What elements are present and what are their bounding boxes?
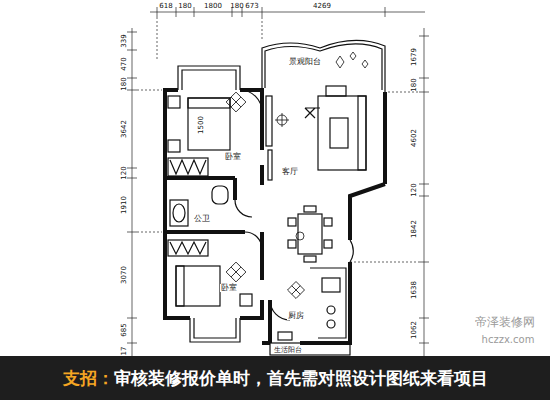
tip-heading: 支招： xyxy=(63,367,114,390)
dimension-number: 3642 xyxy=(121,120,128,138)
room-label: 生活阳台 xyxy=(273,347,303,354)
tip-text: 审核装修报价单时，首先需对照设计图纸来看项目 xyxy=(114,367,488,390)
dimension-number: 1679 xyxy=(411,48,418,66)
dimension-number: 180 xyxy=(121,77,128,90)
dimension-number: 3070 xyxy=(121,266,128,284)
dimension-number: 1800 xyxy=(204,3,222,10)
room-label: 1500 xyxy=(198,115,205,135)
dimension-number: 618 xyxy=(159,3,172,10)
dimension-number: 180 xyxy=(178,3,191,10)
dimension-number: 17 xyxy=(121,347,128,356)
dimension-number: 673 xyxy=(245,3,258,10)
room-label: 客厅 xyxy=(281,168,299,176)
dimension-number: 4269 xyxy=(313,3,331,10)
dimension-number: 1062 xyxy=(411,321,418,339)
room-label: 卧室 xyxy=(220,284,238,292)
watermark: 帝泽装修网 xyxy=(475,316,535,328)
dimension-number: 120 xyxy=(121,166,128,179)
tip-banner: 支招：审核装修报价单时，首先需对照设计图纸来看项目 xyxy=(0,356,550,400)
dimension-number: 120 xyxy=(411,183,418,196)
dimension-number: 470 xyxy=(121,57,128,70)
dimension-number: 180 xyxy=(230,3,243,10)
room-label: 景观阳台 xyxy=(288,58,322,66)
dimension-number: 180 xyxy=(411,78,418,91)
dimension-number: 1638 xyxy=(411,281,418,299)
watermark: hczzx.com xyxy=(482,335,535,345)
dimension-number: 1910 xyxy=(121,196,128,214)
dimension-number: 339 xyxy=(121,34,128,47)
dimension-number: 4602 xyxy=(411,129,418,147)
room-label: 厨房 xyxy=(287,312,305,320)
dimension-number: 1842 xyxy=(411,220,418,238)
dimension-number: 685 xyxy=(121,323,128,336)
room-label: 公卫 xyxy=(193,215,211,223)
room-label: 卧室 xyxy=(224,153,242,161)
